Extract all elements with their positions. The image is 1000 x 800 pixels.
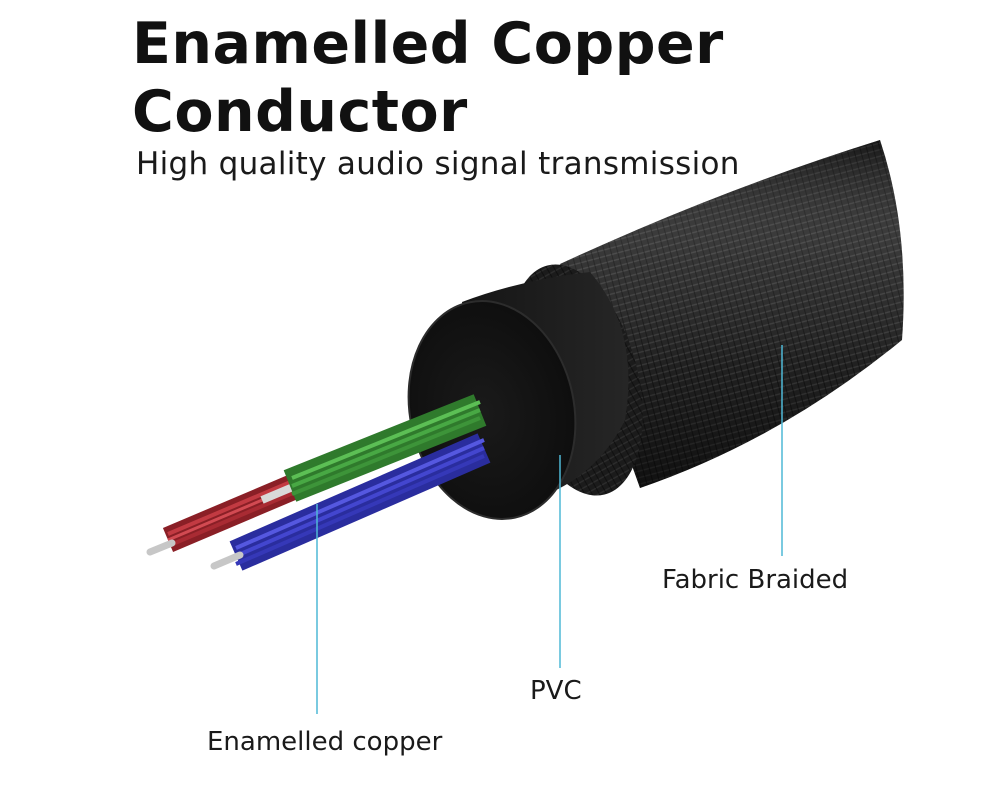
pvc-label: PVC [530,676,582,706]
red-conductor [146,472,306,556]
callout-leader-lines [316,345,783,714]
green-conductor [283,394,487,502]
enamelled-copper-label: Enamelled copper [207,727,443,757]
headline-title: Enamelled Copper Conductor [132,11,724,145]
fabric-braided-label: Fabric Braided [662,565,849,595]
blue-conductor [210,433,491,571]
headline-subtitle: High quality audio signal transmission [136,146,740,182]
pvc-insulation [407,272,629,520]
enamelled-copper-conductors [146,394,491,571]
